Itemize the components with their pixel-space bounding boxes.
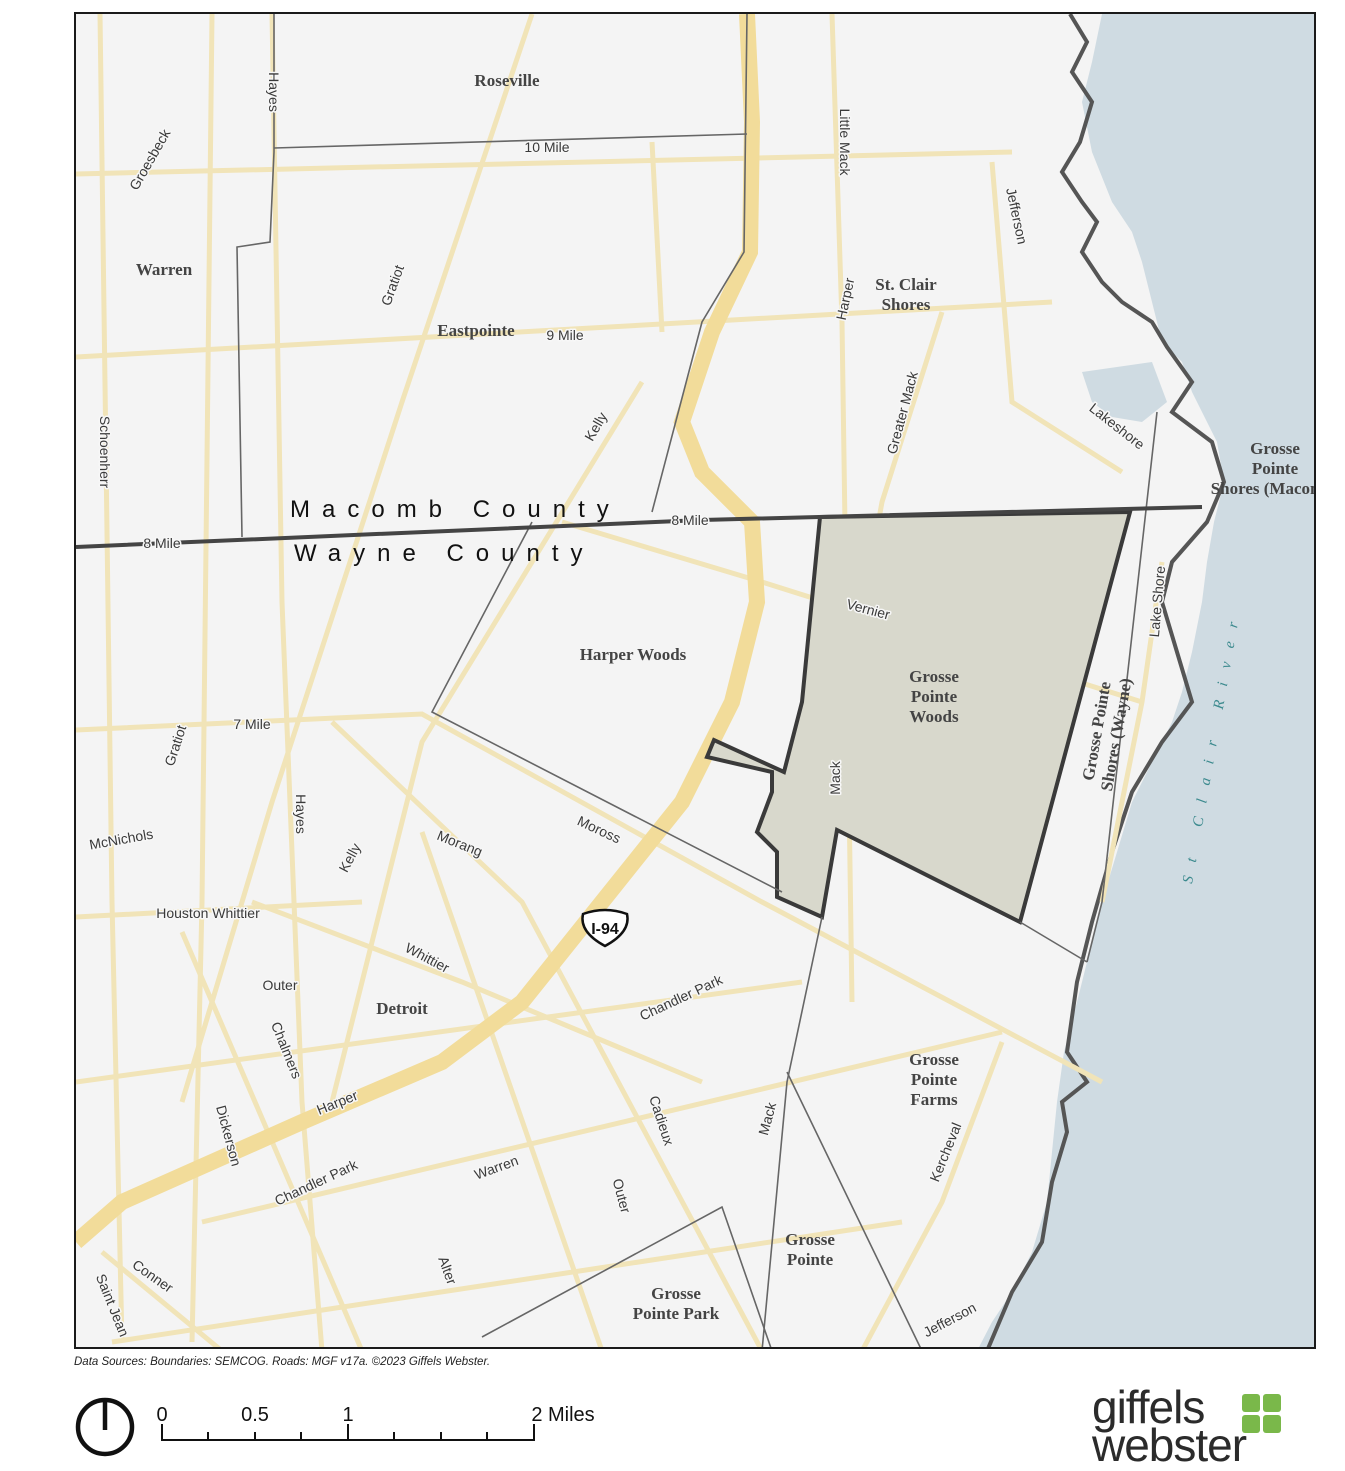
place-label-line: Harper Woods xyxy=(580,645,687,664)
place-label-line: Shores xyxy=(882,295,931,314)
data-sources-note: Data Sources: Boundaries: SEMCOG. Roads:… xyxy=(74,1356,491,1368)
place-label-line: Farms xyxy=(910,1090,958,1109)
logo-line-1: giffels xyxy=(1092,1381,1205,1433)
place-label-line: Eastpointe xyxy=(437,321,515,340)
i-94-shield-icon: I-94 xyxy=(581,908,629,948)
road-label-gratiot-north: Gratiot xyxy=(378,263,407,308)
road-label-little-mack: Little Mack xyxy=(837,109,853,177)
road-label-7-mile: 7 Mile xyxy=(233,716,271,732)
road-label-outer-south: Outer xyxy=(610,1177,635,1215)
scale-bar xyxy=(161,1424,535,1441)
road-label-jefferson-south: Jefferson xyxy=(921,1299,979,1340)
scale-label-1: 1 xyxy=(342,1404,354,1426)
road-label-8-mile-west: 8 Mile xyxy=(143,535,181,551)
place-label-warren: Warren xyxy=(136,260,193,279)
north-arrow-icon xyxy=(75,1397,135,1457)
road-label-hayes-north: Hayes xyxy=(266,72,282,112)
place-label-detroit: Detroit xyxy=(376,999,428,1018)
place-label-line: Pointe Park xyxy=(633,1304,720,1323)
road-label-hayes-south: Hayes xyxy=(293,794,309,834)
logo-line-2: webster xyxy=(1092,1419,1247,1471)
place-label-line: Woods xyxy=(909,707,959,726)
giffels-webster-logo: giffels webster xyxy=(1092,1381,1332,1471)
place-label-line: Pointe xyxy=(911,687,958,706)
road-label-mack-north: Mack xyxy=(827,760,843,794)
place-label-line: Pointe xyxy=(1252,459,1299,478)
municipal-boundaries xyxy=(236,14,1158,1347)
place-label-line: Warren xyxy=(136,260,193,279)
road-label-mack-south: Mack xyxy=(755,1100,779,1137)
road-label-lake-shore: Lake Shore xyxy=(1146,565,1168,638)
road-label-chandler-park-west: Chandler Park xyxy=(272,1156,361,1209)
marina-water xyxy=(1082,362,1167,422)
place-label-line: Shores (Macomb) xyxy=(1211,479,1314,498)
county-label-wayne: Wayne County xyxy=(294,540,595,567)
place-label-line: Detroit xyxy=(376,999,428,1018)
road-label-8-mile-east: 8 Mile xyxy=(671,512,709,528)
place-label-line: Roseville xyxy=(474,71,540,90)
road-label-saint-jean: Saint Jean xyxy=(93,1271,133,1338)
county-line xyxy=(76,505,1203,549)
road-label-moross: Moross xyxy=(575,813,623,847)
road-label-schoenherr: Schoenherr xyxy=(97,416,113,489)
i-94-shield-label: I-94 xyxy=(591,921,619,938)
shoreline xyxy=(986,14,1227,1347)
logo-mark-icon xyxy=(1242,1394,1281,1433)
road-label-greater-mack: Greater Mack xyxy=(883,369,921,456)
place-label-harper-woods: Harper Woods xyxy=(580,645,687,664)
road-label-morang: Morang xyxy=(435,827,485,860)
scale-label-2-miles: 2 Miles xyxy=(531,1404,595,1426)
scale-label-0: 0 xyxy=(156,1404,168,1426)
place-label-eastpointe: Eastpointe xyxy=(437,321,515,340)
road-label-conner: Conner xyxy=(129,1256,176,1296)
road-label-gratiot-south: Gratiot xyxy=(161,723,189,768)
road-label-alter: Alter xyxy=(435,1254,460,1287)
place-label-roseville: Roseville xyxy=(474,71,540,90)
road-label-chandler-park-east: Chandler Park xyxy=(637,971,726,1024)
road-label-mcnichols: McNichols xyxy=(88,826,154,853)
place-label-line: Grosse xyxy=(909,667,959,686)
i-94-freeway xyxy=(76,14,766,1249)
road-label-9-mile: 9 Mile xyxy=(546,327,584,343)
place-label-line: St. Clair xyxy=(875,275,937,294)
county-label-macomb: Macomb County xyxy=(290,496,621,523)
road-label-houston-whittier: Houston Whittier xyxy=(156,905,260,921)
place-label-line: Grosse xyxy=(651,1284,701,1303)
place-label-line: Grosse xyxy=(785,1230,835,1249)
lake-st-clair-water xyxy=(979,14,1314,1347)
road-label-10-mile: 10 Mile xyxy=(524,139,569,155)
place-label-line: Grosse xyxy=(909,1050,959,1069)
road-label-kelly-south: Kelly xyxy=(335,840,363,874)
place-label-line: Pointe xyxy=(787,1250,834,1269)
scale-label-0-5: 0.5 xyxy=(241,1404,269,1426)
road-label-outer-west: Outer xyxy=(262,977,297,993)
road-label-groesbeck: Groesbeck xyxy=(126,125,174,192)
place-label-line: Grosse xyxy=(1250,439,1300,458)
grosse-pointe-woods-area xyxy=(704,509,1133,925)
road-label-jefferson-north: Jefferson xyxy=(1003,186,1031,245)
place-label-line: Pointe xyxy=(911,1070,958,1089)
